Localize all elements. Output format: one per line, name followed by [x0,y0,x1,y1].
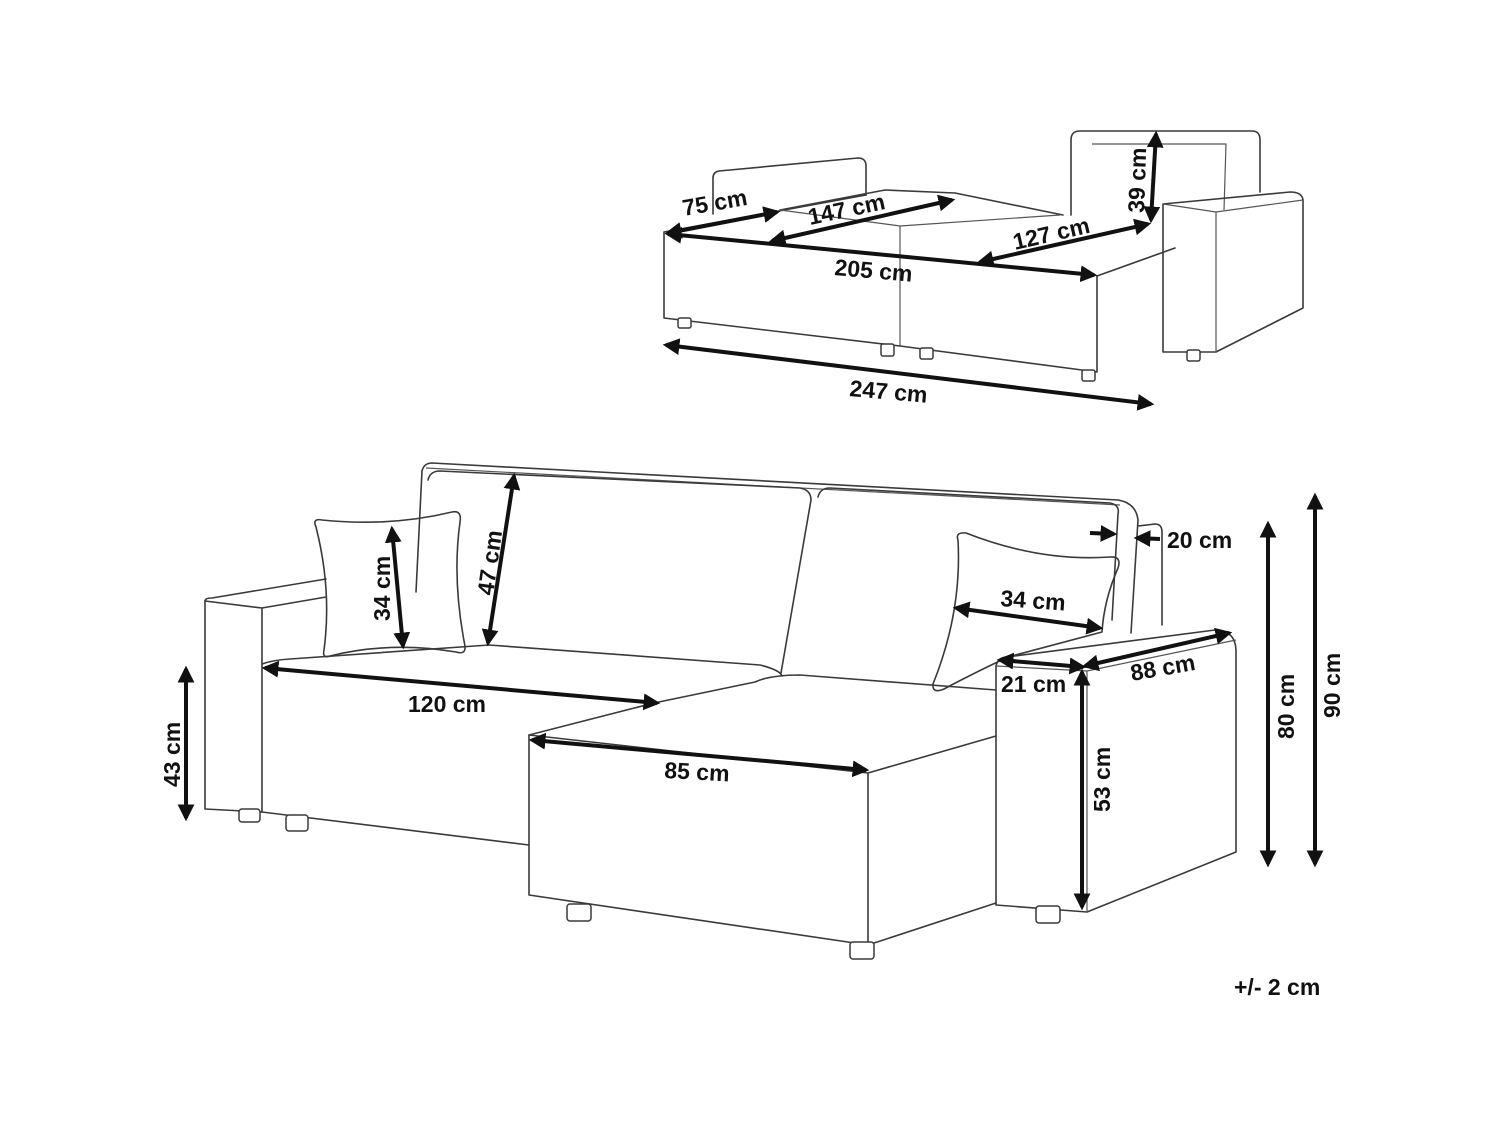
label-53cm: 53 cm [1089,747,1115,812]
label-20cm: 20 cm [1167,527,1232,553]
label-34cm-pillow-height: 34 cm [369,556,395,621]
arrow-34cm-pillow-width [952,601,1104,635]
label-85cm: 85 cm [664,757,730,786]
label-205cm: 205 cm [834,254,914,287]
arrow-20cm-left [1089,525,1118,542]
label-90cm: 90 cm [1319,653,1345,718]
top-view-labels: 75 cm 147 cm 127 cm 205 cm 39 cm 247 cm [680,147,1151,408]
arrow-47cm [481,472,521,647]
arrow-205cm [664,226,1098,283]
arrow-88cm [1081,627,1233,672]
arrow-120cm [261,660,661,711]
arrow-85cm [528,732,870,778]
arrow-39cm [1143,130,1164,224]
arrow-20cm-right [1133,530,1161,547]
front-view-dimension-arrows [177,472,1324,911]
label-43cm: 43 cm [159,722,185,787]
label-47cm: 47 cm [472,528,507,596]
label-247cm: 247 cm [849,375,929,408]
label-21cm: 21 cm [1001,671,1066,697]
top-view-sofa-bed [663,130,1304,382]
top-view-dimension-arrows [662,130,1164,411]
label-120cm: 120 cm [408,691,486,717]
tolerance-note: +/- 2 cm [1234,974,1320,1000]
label-127cm: 127 cm [1010,212,1092,255]
label-75cm: 75 cm [680,184,749,221]
arrow-34cm-pillow-height [384,525,411,650]
arrow-21cm [996,652,1087,675]
front-view-labels: 47 cm 34 cm 20 cm 34 cm 120 cm 85 cm 43 … [159,527,1345,812]
label-80cm: 80 cm [1273,674,1299,739]
label-34cm-pillow-width: 34 cm [1000,585,1067,615]
label-39cm: 39 cm [1123,147,1151,213]
arrow-247cm [662,338,1155,411]
